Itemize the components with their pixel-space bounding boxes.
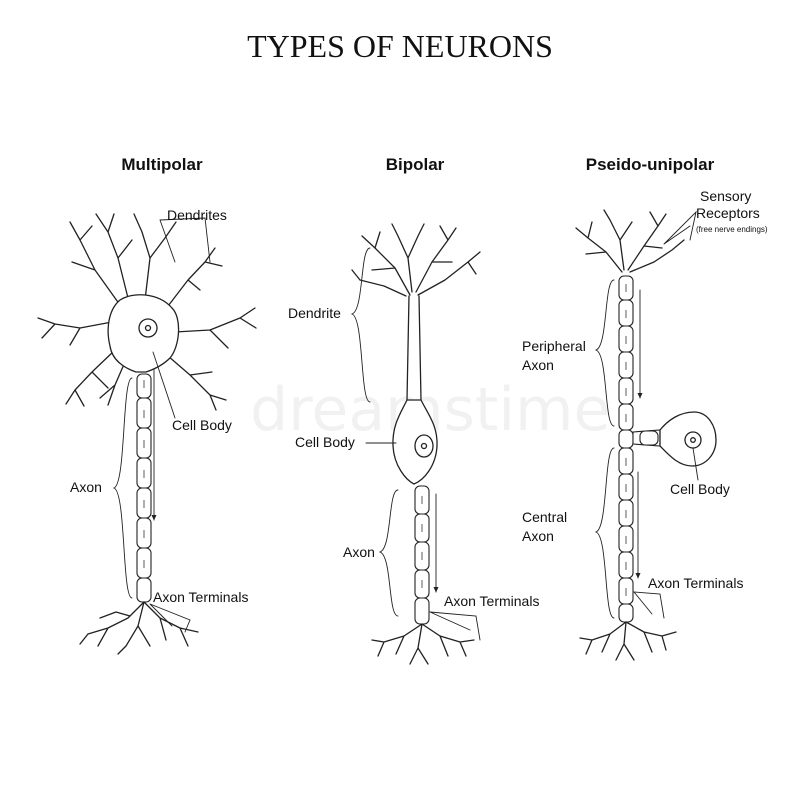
sensory-receptors-label-line2: Receptors (696, 205, 760, 221)
page-title: TYPES OF NEURONS (247, 28, 553, 64)
bipolar-axon-terminals-label: Axon Terminals (444, 593, 539, 609)
bipolar-cell-body-label: Cell Body (295, 434, 355, 450)
multipolar-cell-body-label: Cell Body (172, 417, 232, 433)
multipolar-dendrites-label: Dendrites (167, 207, 227, 223)
pseudo-unipolar-heading: Pseido-unipolar (586, 155, 715, 174)
pseudo-unipolar-axon-terminals-label: Axon Terminals (648, 575, 743, 591)
multipolar-axon (136, 373, 152, 603)
bipolar-dendrite-tree (351, 223, 481, 297)
pseudo-unipolar-central-axon (618, 447, 634, 623)
sensory-receptors-label-line1: Sensory (700, 188, 751, 204)
pseudo-unipolar-cell-body-label: Cell Body (670, 481, 730, 497)
multipolar-axon-terminals (79, 601, 199, 655)
sensory-receptors-note: (free nerve endings) (696, 225, 768, 234)
bipolar-axon-terminals (371, 623, 475, 665)
peripheral-axon-label-line1: Peripheral (522, 338, 586, 354)
bipolar-heading: Bipolar (386, 155, 445, 174)
pseudo-unipolar-sensory-receptors (575, 209, 685, 273)
bipolar-dendrite-label: Dendrite (288, 305, 341, 321)
pseudo-unipolar-peripheral-axon (618, 275, 634, 431)
pseudo-unipolar-neuron: Pseido-unipolar (522, 155, 768, 661)
multipolar-neuron: Multipolar (37, 155, 257, 655)
multipolar-axon-label: Axon (70, 479, 102, 495)
peripheral-axon-label-line2: Axon (522, 357, 554, 373)
central-axon-label-line1: Central (522, 509, 567, 525)
bipolar-neuron: Bipolar (288, 155, 539, 665)
multipolar-dendrites (37, 213, 257, 411)
bipolar-axon (414, 485, 430, 625)
bipolar-axon-label: Axon (343, 544, 375, 560)
multipolar-axon-terminals-label: Axon Terminals (153, 589, 248, 605)
central-axon-label-line2: Axon (522, 528, 554, 544)
multipolar-heading: Multipolar (121, 155, 203, 174)
pseudo-unipolar-axon-terminals (579, 621, 677, 661)
